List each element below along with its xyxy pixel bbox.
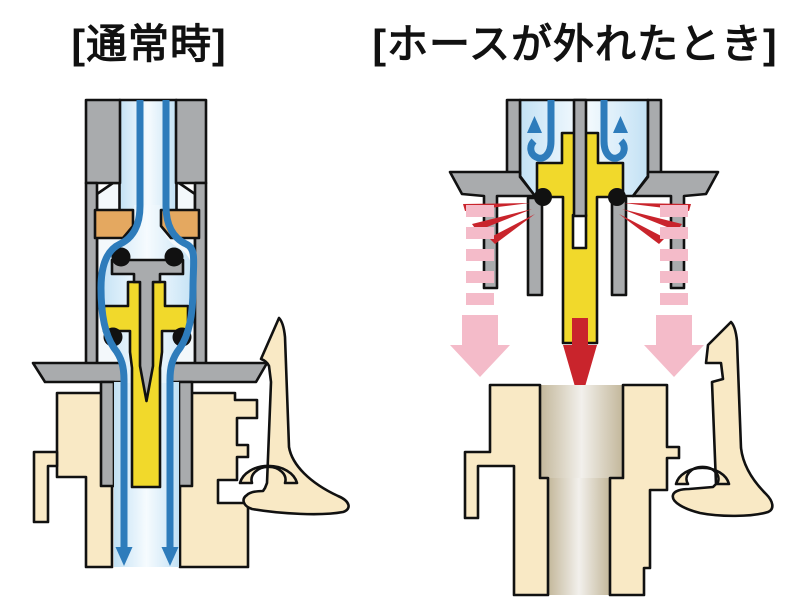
shutoff-spark-right — [619, 214, 665, 244]
socket-bore-mouth — [540, 385, 623, 478]
gas-flow-line-left — [97, 100, 144, 549]
socket-body-right — [608, 383, 681, 597]
socket-body-left — [463, 383, 550, 597]
lever-curl — [238, 464, 299, 485]
o-ring — [164, 247, 184, 267]
socket-body-right — [178, 391, 259, 569]
shutoff-spark-left — [489, 214, 535, 244]
guide-sleeve-left — [526, 196, 544, 297]
gas-flow-arrowhead-left — [115, 547, 133, 566]
u-turn-arrow-left — [527, 100, 555, 162]
socket-bore — [548, 478, 610, 595]
guide-sleeve-right — [610, 196, 628, 297]
packing-seal-left — [93, 208, 135, 240]
o-ring — [111, 247, 131, 267]
o-ring-sealing — [534, 188, 552, 206]
sleeve-right — [177, 380, 194, 488]
gas-flow-arrowhead-right — [161, 547, 179, 566]
outer-wall-left — [84, 98, 122, 185]
release-lever — [671, 320, 774, 518]
blocked-leak-arrow-left — [450, 205, 510, 377]
gas-flow-line-right — [162, 100, 198, 549]
right-panel-title: [ホースが外れたとき] — [372, 21, 778, 67]
socket-bracket — [32, 450, 59, 524]
u-turn-arrowhead-left — [527, 116, 542, 133]
valve-guide-rod — [572, 98, 588, 218]
tube-wall-right — [646, 98, 663, 179]
u-turn-arrow-right — [600, 100, 628, 162]
sleeve-left — [99, 380, 116, 488]
valve-stem — [110, 258, 185, 403]
lever-curl — [674, 465, 731, 486]
left-diagram-normal-state — [31, 98, 350, 569]
o-ring-sealing — [608, 188, 626, 206]
shutoff-spark-left — [472, 209, 532, 231]
right-diagram-hose-detached-state — [448, 98, 774, 597]
left-panel-title: [通常時] — [71, 21, 227, 67]
u-turn-arrowhead-right — [613, 116, 628, 133]
valve-slot — [571, 213, 588, 250]
outer-wall-right — [174, 98, 208, 185]
release-lever — [242, 316, 350, 516]
tube-wall-left — [505, 98, 522, 179]
blocked-leak-arrow-right — [644, 205, 704, 377]
detach-direction-arrow — [563, 318, 597, 404]
shutoff-spark-right — [622, 209, 682, 231]
